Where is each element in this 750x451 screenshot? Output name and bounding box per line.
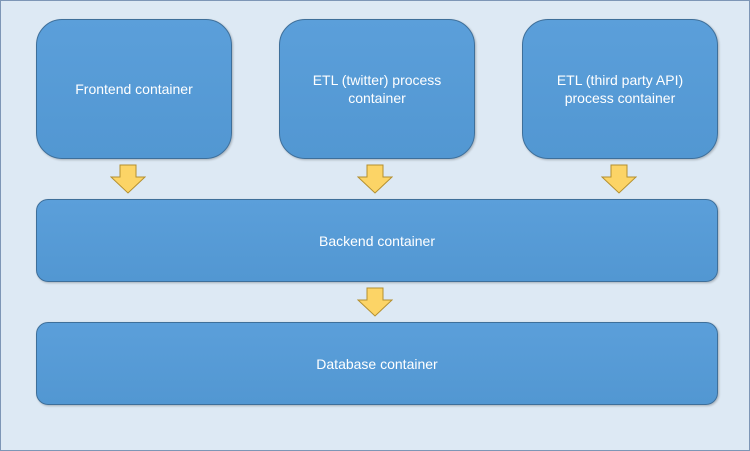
database-container-box: Database container [36, 322, 718, 405]
frontend-to-backend-arrow-icon [110, 164, 146, 194]
etl-third-party-to-backend-arrow-icon [601, 164, 637, 194]
frontend-container-label: Frontend container [75, 81, 193, 97]
etl-twitter-container-box: ETL (twitter) process container [279, 19, 475, 159]
backend-to-database-arrow-icon [357, 287, 393, 317]
etl-twitter-container-label: ETL (twitter) process container [312, 72, 442, 106]
backend-container-label: Backend container [319, 232, 435, 249]
etl-third-party-container-box: ETL (third party API) process container [522, 19, 718, 159]
etl-twitter-to-backend-arrow-icon [357, 164, 393, 194]
backend-container-box: Backend container [36, 199, 718, 282]
frontend-container-box: Frontend container [36, 19, 232, 159]
etl-third-party-container-label: ETL (third party API) process container [556, 72, 684, 106]
database-container-label: Database container [316, 355, 438, 372]
